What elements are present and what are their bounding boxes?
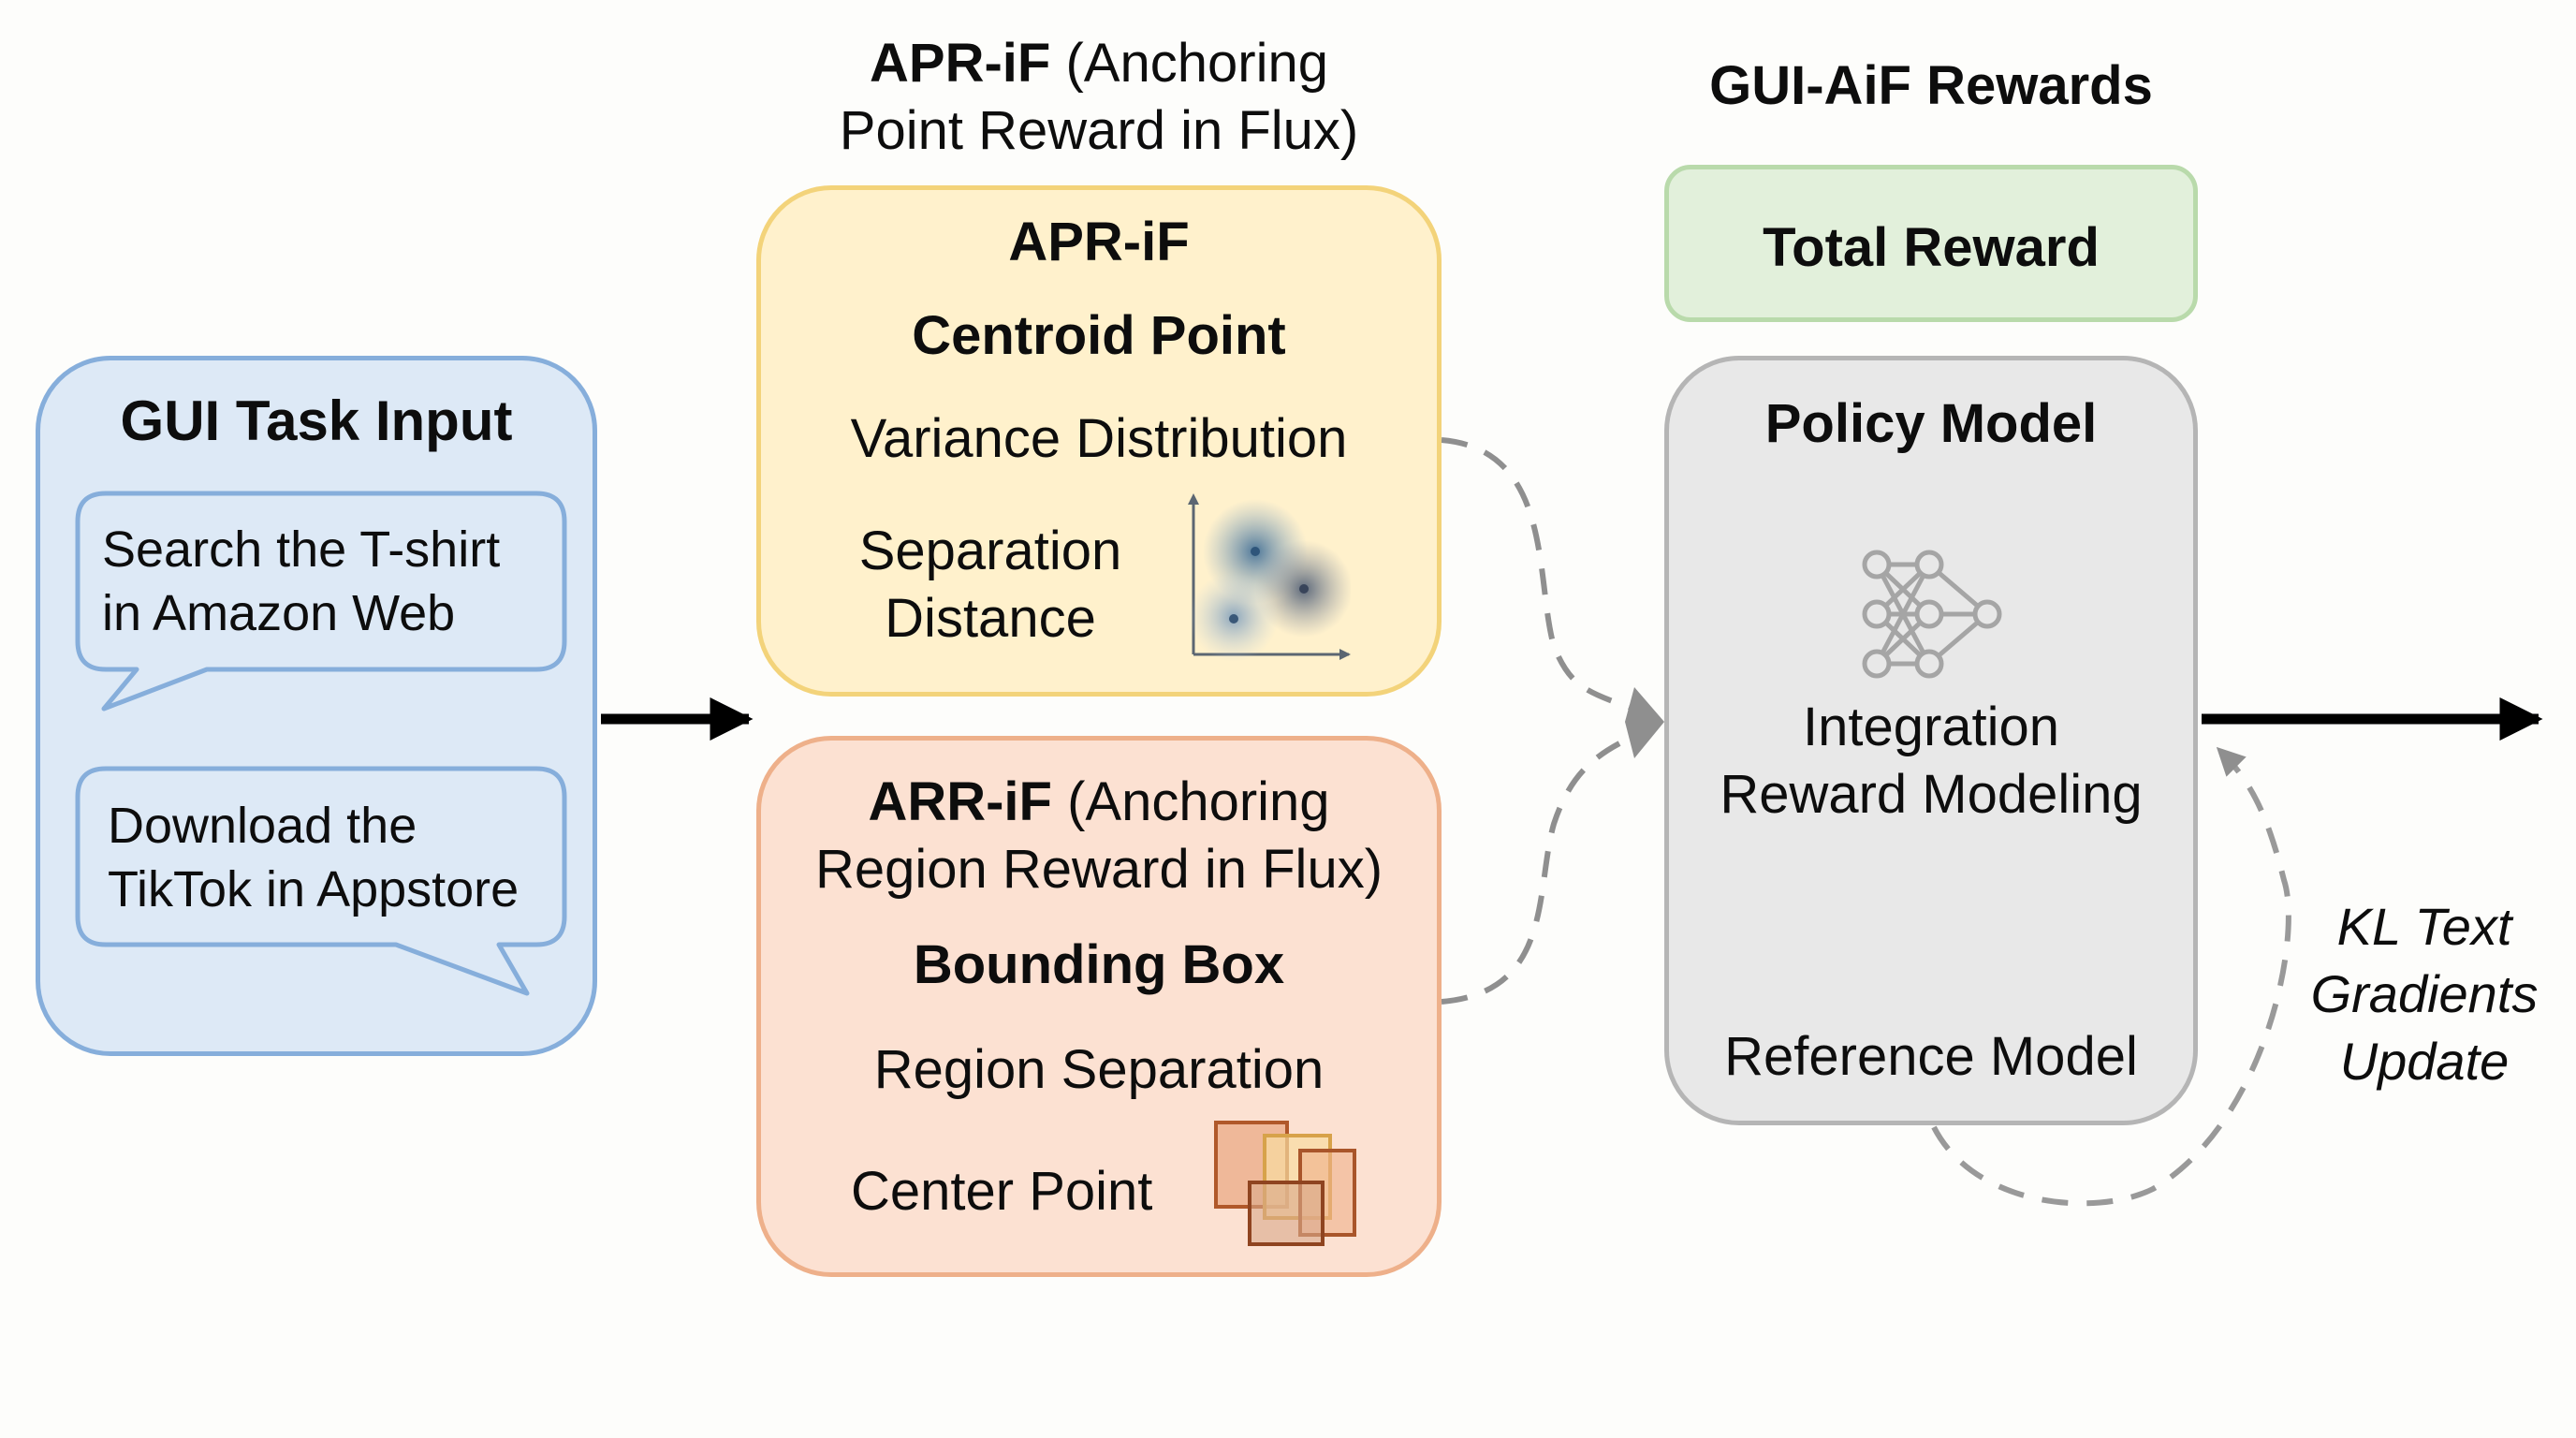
task-bubble-2-line1: Download the [108, 798, 417, 854]
neural-network-icon [1862, 550, 2002, 679]
arr-box-subtitle: Bounding Box [913, 934, 1285, 995]
task-input-panel: GUI Task Input Search the T-shirt in Ama… [36, 356, 597, 1056]
integration-line2: Reward Modeling [1720, 764, 2143, 825]
apr-header-acronym: APR-iF [870, 33, 1051, 94]
policy-model-title: Policy Model [1764, 393, 2098, 454]
integration-reward-modeling: Integration Reward Modeling [1669, 694, 2193, 829]
speech-bubble-2 [75, 766, 567, 996]
apr-box-variance: Variance Distribution [850, 408, 1348, 469]
arr-box-header: ARR-iF (Anchoring Region Reward in Flux) [761, 769, 1437, 903]
task-bubble-2: Download the TikTok in Appstore [108, 794, 519, 921]
task-bubble-1: Search the T-shirt in Amazon Web [102, 518, 500, 645]
kl-feedback-label: KL Text Gradients Update [2275, 893, 2574, 1095]
task-bubble-2-line2: TikTok in Appstore [108, 861, 520, 917]
scatter-cluster-icon [1188, 493, 1351, 662]
arr-box-region-separation: Region Separation [873, 1039, 1325, 1100]
apr-header: APR-iF (Anchoring Point Reward in Flux) [756, 30, 1442, 165]
arr-box-expansion-1: (Anchoring [1067, 771, 1330, 832]
total-reward-box: Total Reward [1664, 165, 2198, 322]
integration-line1: Integration [1802, 697, 2060, 757]
task-bubble-1-line2: in Amazon Web [102, 585, 456, 641]
apr-box-subtitle: Centroid Point [912, 305, 1286, 366]
kl-label-line3: Update [2339, 1032, 2510, 1091]
apr-box: APR-iF Centroid Point Variance Distribut… [756, 185, 1442, 697]
apr-box-separation: Separation Distance [817, 518, 1164, 653]
arr-box: ARR-iF (Anchoring Region Reward in Flux)… [756, 736, 1442, 1277]
apr-box-separation-line2: Distance [885, 588, 1096, 649]
apr-box-title: APR-iF [1008, 212, 1190, 272]
speech-bubble-shapes [75, 491, 567, 996]
reference-model-label: Reference Model [1724, 1026, 2138, 1087]
arr-box-acronym: ARR-iF [868, 771, 1052, 832]
task-bubble-1-line1: Search the T-shirt [102, 521, 501, 578]
arr-to-policy-dashed-arrow [1441, 724, 1659, 1005]
overlapping-boxes-icon [1214, 1121, 1356, 1246]
apr-box-separation-line1: Separation [858, 521, 1122, 581]
kl-label-line2: Gradients [2310, 964, 2539, 1023]
apr-header-expansion-1: (Anchoring [1065, 33, 1328, 94]
speech-bubble-1 [75, 491, 567, 712]
task-input-title: GUI Task Input [120, 389, 513, 452]
merge-arrowhead [1625, 687, 1664, 758]
total-reward-label: Total Reward [1763, 217, 2100, 278]
apr-header-expansion-2: Point Reward in Flux) [839, 100, 1359, 161]
rewards-header: GUI-AiF Rewards [1709, 55, 2153, 116]
policy-model-box: Policy Model Integration Reward Modeling… [1664, 356, 2198, 1125]
kl-label-line1: KL Text [2336, 897, 2512, 956]
arr-box-center-point: Center Point [851, 1161, 1153, 1222]
arr-box-expansion-2: Region Reward in Flux) [814, 839, 1383, 900]
apr-to-policy-dashed-arrow [1441, 437, 1659, 720]
